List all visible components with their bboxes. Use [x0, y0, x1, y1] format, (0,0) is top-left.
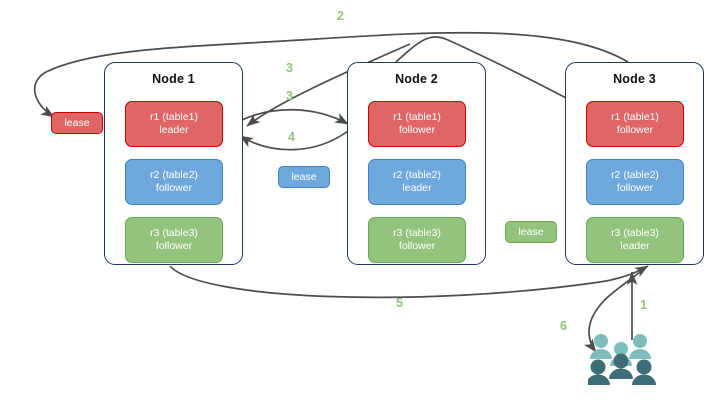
node-1[interactable]: Node 1 r1 (table1) leader r2 (table2) fo…: [104, 62, 243, 265]
node-3[interactable]: Node 3 r1 (table1) follower r2 (table2) …: [565, 62, 704, 265]
node-1-replica-r3[interactable]: r3 (table3) follower: [125, 217, 223, 263]
replica-name: r3 (table3): [150, 227, 198, 239]
replica-role: leader: [620, 240, 650, 252]
edge-step-3b: [233, 108, 349, 125]
node-2-replica-r3[interactable]: r3 (table3) follower: [368, 217, 466, 263]
replica-role: follower: [616, 182, 654, 194]
replica-name: r2 (table2): [611, 169, 659, 181]
replica-role: leader: [159, 124, 189, 136]
lease-chip-blue: lease: [278, 166, 330, 188]
replica-name: r3 (table3): [393, 227, 441, 239]
replica-name: r1 (table1): [611, 111, 659, 123]
lease-label: lease: [64, 117, 90, 129]
node-2[interactable]: Node 2 r1 (table1) follower r2 (table2) …: [347, 62, 486, 265]
replica-role: leader: [402, 182, 432, 194]
step-label-3a: 3: [286, 61, 293, 75]
node-2-replica-r1[interactable]: r1 (table1) follower: [368, 101, 466, 147]
lease-chip-green: lease: [505, 221, 557, 243]
people-group-icon: [586, 332, 658, 390]
replica-name: r1 (table1): [393, 111, 441, 123]
replica-role: follower: [398, 124, 436, 136]
edge-step-5: [169, 265, 649, 299]
node-3-replica-r3[interactable]: r3 (table3) leader: [586, 217, 684, 263]
step-label-3b: 3: [286, 89, 293, 103]
node-3-replica-r1[interactable]: r1 (table1) follower: [586, 101, 684, 147]
node-2-replica-r2[interactable]: r2 (table2) leader: [368, 159, 466, 205]
replica-role: follower: [155, 182, 193, 194]
replica-role: follower: [616, 124, 654, 136]
replica-name: r2 (table2): [150, 169, 198, 181]
step-label-5: 5: [396, 296, 403, 310]
node-1-replica-r1[interactable]: r1 (table1) leader: [125, 101, 223, 147]
replica-role: follower: [398, 240, 436, 252]
lease-label: lease: [518, 226, 544, 238]
step-label-2: 2: [337, 9, 344, 23]
replica-name: r2 (table2): [393, 169, 441, 181]
step-label-4: 4: [288, 130, 295, 144]
node-1-title: Node 1: [152, 72, 195, 86]
replica-role: follower: [155, 240, 193, 252]
step-label-1: 1: [640, 298, 647, 312]
replica-name: r1 (table1): [150, 111, 198, 123]
replica-name: r3 (table3): [611, 227, 659, 239]
lease-label: lease: [291, 171, 317, 183]
node-1-replica-r2[interactable]: r2 (table2) follower: [125, 159, 223, 205]
node-3-title: Node 3: [613, 72, 656, 86]
lease-chip-red: lease: [51, 112, 103, 134]
node-2-title: Node 2: [395, 72, 438, 86]
node-3-replica-r2[interactable]: r2 (table2) follower: [586, 159, 684, 205]
step-label-6: 6: [560, 319, 567, 333]
